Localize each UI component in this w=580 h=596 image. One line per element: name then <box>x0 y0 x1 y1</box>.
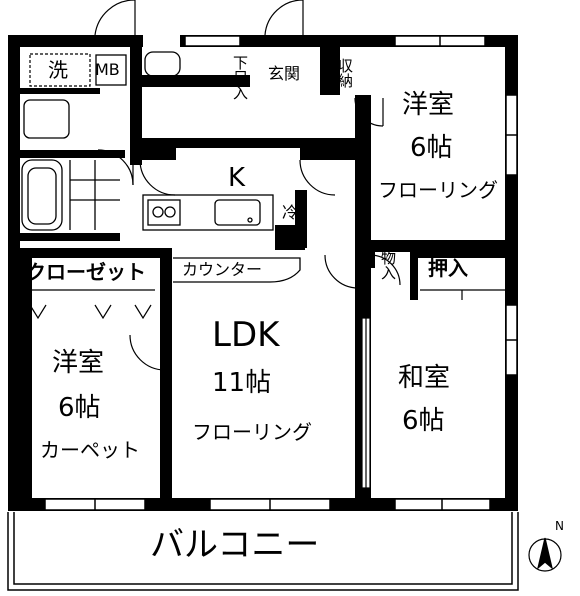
japanese-room-name: 和室 <box>398 363 451 393</box>
compass-north-label: N <box>555 519 564 533</box>
ldk-floor: フローリング <box>192 420 312 444</box>
balcony-label: バルコニー <box>150 525 320 565</box>
closet-marks <box>25 289 155 320</box>
kitchen-fixtures <box>142 194 274 231</box>
closet-label: クローゼット <box>26 260 146 284</box>
oshiire-label: 押入 <box>428 256 468 280</box>
monoire-label: 物入 <box>379 250 397 280</box>
window-mullions <box>94 36 517 510</box>
shuno-label: 収納 <box>336 58 354 88</box>
western-room-ne-size: 6帖 <box>410 133 453 163</box>
compass-icon <box>528 537 562 572</box>
meter-box-label: MB <box>95 60 120 79</box>
ldk-name: LDK <box>212 315 280 355</box>
door-swings <box>94 0 401 371</box>
fridge-label: 冷 <box>282 203 299 222</box>
washer-box <box>29 53 91 87</box>
kitchen-name: K <box>228 163 246 193</box>
oshiire-lines <box>420 289 505 300</box>
ldk-size: 11帖 <box>212 368 272 398</box>
counter-label: カウンター <box>182 260 263 279</box>
western-room-ne-name: 洋室 <box>402 90 455 120</box>
western-room-sw-name: 洋室 <box>52 348 105 378</box>
interior-walls <box>20 35 505 500</box>
western-room-ne-floor: フローリング <box>378 178 498 202</box>
western-room-sw-size: 6帖 <box>58 393 101 423</box>
washer-label: 洗 <box>48 58 68 82</box>
japanese-room-size: 6帖 <box>402 406 445 436</box>
bathroom-fixtures <box>21 51 181 231</box>
western-room-sw-floor: カーペット <box>40 438 140 462</box>
fusuma <box>361 317 371 489</box>
counter-outline <box>173 257 301 283</box>
balcony-outline <box>7 512 519 591</box>
door-leaves <box>132 0 384 370</box>
entrance-label: 玄関 <box>268 64 301 83</box>
shoe-box-label: 下足入 <box>231 55 249 100</box>
